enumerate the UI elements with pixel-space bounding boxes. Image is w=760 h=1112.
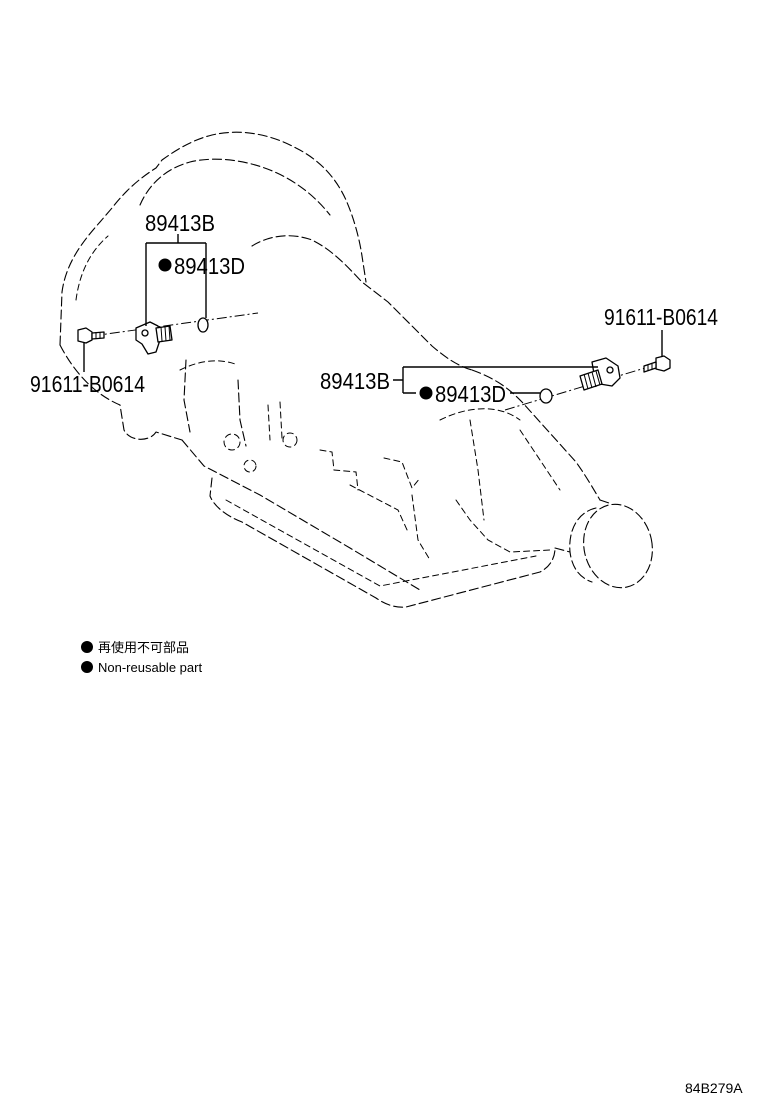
legend: 再使用不可部品 Non-reusable part [81, 640, 202, 675]
transmission-outline [59, 131, 653, 608]
right-sensor-leader [393, 366, 598, 394]
left-sensor-assembly [77, 234, 259, 372]
right-gasket-part-number: 89413D [435, 381, 506, 407]
left-bolt-icon [77, 327, 105, 344]
left-o-ring-icon [197, 317, 209, 333]
right-sensor-part-number: 89413B [320, 368, 390, 394]
legend-marker-ja [81, 641, 93, 653]
right-bolt-icon [643, 355, 671, 373]
left-gasket-part-number: 89413D [174, 253, 245, 279]
right-o-ring-icon [539, 388, 553, 404]
right-speed-sensor-icon [579, 357, 621, 391]
right-sensor-assembly [393, 330, 671, 411]
right-centerline [504, 361, 666, 411]
right-bolt-part-number: 91611-B0614 [604, 304, 718, 330]
legend-marker-en [81, 661, 93, 673]
left-centerline [91, 312, 259, 337]
left-bolt-part-number: 91611-B0614 [30, 371, 145, 397]
illustration-code: 84B279A [685, 1080, 743, 1096]
left-speed-sensor-icon [135, 321, 173, 355]
left-sensor-leader [145, 234, 207, 326]
left-sensor-part-number: 89413B [145, 210, 215, 236]
legend-text-en: Non-reusable part [98, 660, 202, 675]
legend-text-ja: 再使用不可部品 [98, 640, 189, 655]
right-non-reusable-marker [419, 386, 433, 400]
left-non-reusable-marker [158, 258, 172, 272]
